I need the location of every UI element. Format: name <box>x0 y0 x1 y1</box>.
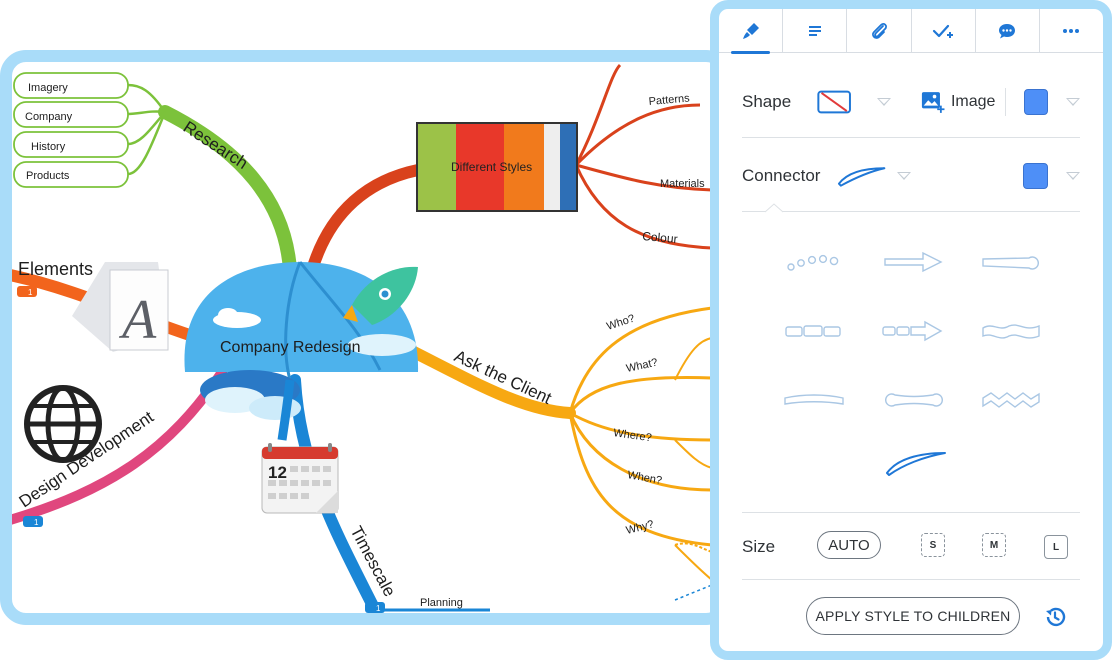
apply-style-to-children-button[interactable]: APPLY STYLE TO CHILDREN <box>806 597 1020 635</box>
branch-label-elements[interactable]: Elements <box>18 259 93 279</box>
shape-color-swatch[interactable] <box>1024 89 1048 115</box>
child-planning[interactable]: Planning <box>420 597 463 609</box>
font-specimen-image: A <box>72 262 169 352</box>
child-where[interactable]: Where? <box>613 427 653 444</box>
tab-more[interactable] <box>1038 9 1103 53</box>
divider <box>742 137 1080 138</box>
size-label: Size <box>742 537 776 556</box>
research-children[interactable]: Imagery Company History Products <box>13 72 129 188</box>
child-who[interactable]: Who? <box>605 313 636 333</box>
panel-tab-bar <box>719 9 1103 54</box>
central-topic[interactable]: Company Redesign <box>184 261 419 441</box>
divider <box>742 579 1080 580</box>
connector-option-dotted[interactable] <box>779 247 849 277</box>
child-colour[interactable]: Colour <box>642 229 678 246</box>
format-panel: Shape Image Connector <box>710 0 1112 660</box>
mind-map-svg[interactable]: Research Imagery Company History Product… <box>0 50 732 625</box>
connector-option-segmented-arrow[interactable] <box>879 316 949 346</box>
shape-label: Shape <box>742 92 792 111</box>
connector-dropdown-caret[interactable] <box>896 172 911 180</box>
divider <box>742 211 1080 212</box>
shape-row: Shape Image <box>742 87 1080 117</box>
task-icon <box>932 24 954 38</box>
connector-option-zigzag[interactable] <box>977 384 1047 414</box>
branch-ask-the-client[interactable]: Ask the Client Who? What? Where? When? W… <box>394 306 713 601</box>
size-large-button[interactable]: L <box>1044 535 1068 559</box>
tab-comments[interactable] <box>974 9 1039 53</box>
style-brush-icon <box>742 23 759 39</box>
svg-text:A: A <box>118 289 157 351</box>
connector-option-arrow[interactable] <box>879 247 949 277</box>
different-styles-label[interactable]: Different Styles <box>451 160 532 174</box>
connector-option-tapered-round[interactable] <box>977 247 1047 277</box>
shape-dropdown-caret[interactable] <box>877 98 892 106</box>
branch-design-development[interactable]: Design Development 1 <box>10 367 227 527</box>
branch-label-research[interactable]: Research <box>180 117 251 173</box>
comment-icon <box>999 24 1016 39</box>
branch-timescale[interactable]: Timescale Planning 1 12 <box>261 374 490 613</box>
divider <box>742 512 1080 513</box>
image-icon[interactable] <box>921 90 945 114</box>
child-materials[interactable]: Materials <box>660 178 705 190</box>
history-icon[interactable] <box>1043 605 1067 629</box>
connector-color-caret[interactable] <box>1066 172 1080 180</box>
paint-rollers-image[interactable]: Different Styles <box>416 122 578 212</box>
connector-style-preview-icon[interactable] <box>836 164 886 188</box>
attachment-icon <box>871 23 887 39</box>
dropdown-pointer <box>765 203 783 213</box>
connector-option-bone[interactable] <box>879 384 949 414</box>
connector-option-curved-bar[interactable] <box>779 384 849 414</box>
calendar-icon: 12 <box>261 443 339 514</box>
tab-text[interactable] <box>782 9 846 53</box>
no-shape-icon[interactable] <box>817 89 852 115</box>
child-products[interactable]: Products <box>26 170 70 182</box>
size-small-button[interactable]: S <box>921 533 945 557</box>
child-company[interactable]: Company <box>25 111 73 123</box>
child-patterns[interactable]: Patterns <box>648 92 690 108</box>
connector-option-segmented[interactable] <box>779 316 849 346</box>
mind-map-canvas[interactable]: Research Imagery Company History Product… <box>0 50 732 625</box>
branch-different-styles[interactable]: Patterns Materials Colour Different Styl… <box>306 63 713 276</box>
attachment-badge-timescale[interactable]: 1 <box>376 604 381 613</box>
calendar-day: 12 <box>268 463 287 482</box>
shape-color-caret[interactable] <box>1066 98 1080 106</box>
child-what[interactable]: What? <box>625 357 659 375</box>
child-imagery[interactable]: Imagery <box>28 82 68 94</box>
central-topic-label[interactable]: Company Redesign <box>220 339 361 356</box>
branch-research[interactable]: Research <box>127 83 297 277</box>
rocket-icon <box>343 266 418 325</box>
tab-attachments[interactable] <box>846 9 910 53</box>
globe-icon <box>24 385 102 463</box>
child-when[interactable]: When? <box>626 469 662 487</box>
connector-option-wavy[interactable] <box>977 316 1047 346</box>
connector-row: Connector <box>742 161 1080 191</box>
child-history[interactable]: History <box>31 141 66 153</box>
size-auto-button[interactable]: AUTO <box>817 531 881 559</box>
size-medium-button[interactable]: M <box>982 533 1006 557</box>
shape-divider <box>1005 88 1007 116</box>
connector-color-swatch[interactable] <box>1022 163 1048 189</box>
attachment-badge-design[interactable]: 1 <box>34 518 39 527</box>
attachment-badge-elements[interactable]: 1 <box>28 288 33 297</box>
tab-style[interactable] <box>719 9 782 54</box>
image-label[interactable]: Image <box>950 93 996 110</box>
tab-tasks[interactable] <box>910 9 975 53</box>
branch-elements[interactable]: Elements 1 A <box>10 259 211 352</box>
connector-option-swoosh-selected[interactable] <box>879 447 949 477</box>
more-icon <box>1063 29 1080 33</box>
text-format-icon <box>808 26 821 36</box>
connector-label: Connector <box>742 166 821 185</box>
